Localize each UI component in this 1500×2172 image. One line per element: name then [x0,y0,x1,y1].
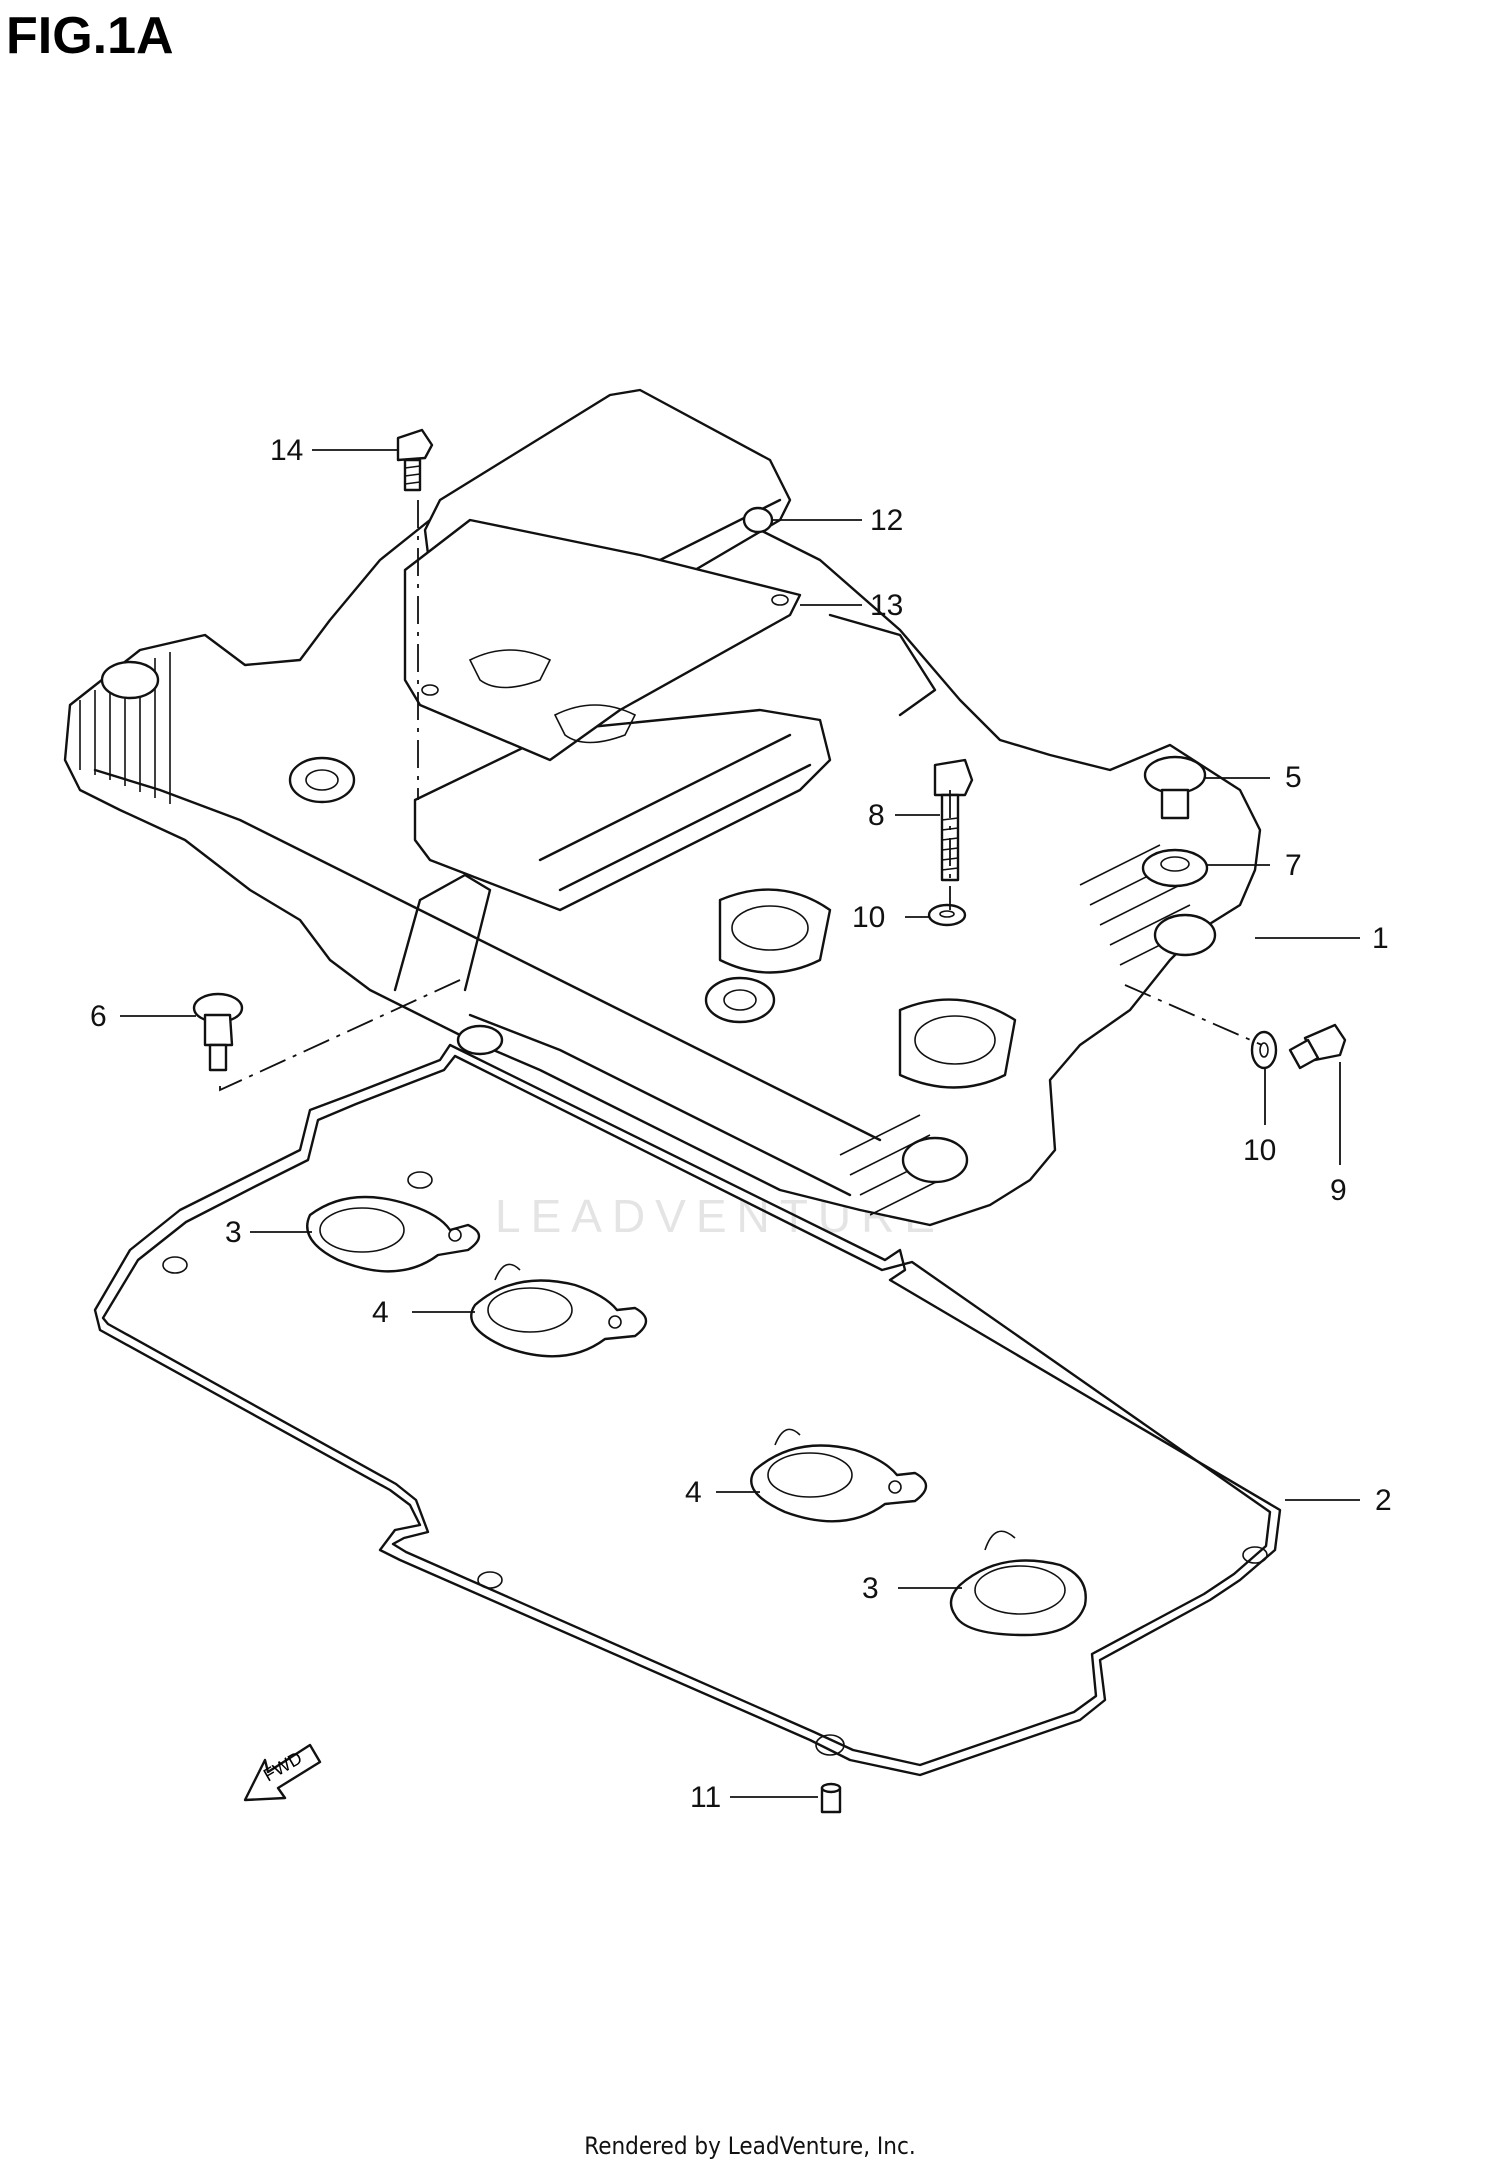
leader-lines [120,449,1360,1798]
callout-6: 6 [90,1000,107,1033]
bolt-8 [933,758,974,882]
footer-credit: Rendered by LeadVenture, Inc. [584,2132,916,2160]
seal-washer-7 [1141,848,1209,888]
callout-2: 2 [1375,1484,1392,1517]
washer-10-lower [1250,1030,1278,1070]
callout-10-lower: 10 [1243,1134,1276,1167]
plug-gasket-3b [949,1530,1087,1637]
figure-title: FIG.1A [6,7,174,65]
callout-1: 1 [1372,922,1389,955]
callout-10-upper: 10 [852,901,885,934]
callout-13: 13 [870,589,903,622]
washer-10-upper [927,903,967,927]
bolt-6 [192,992,244,1072]
cylinder-head-cover [63,468,1262,1227]
plug-gasket-4a [470,1263,648,1358]
callout-4-upper: 4 [372,1296,389,1329]
callout-11: 11 [690,1781,721,1814]
callout-8: 8 [868,799,885,832]
callout-9: 9 [1330,1174,1347,1207]
callout-4-lower: 4 [685,1476,702,1509]
grommet-bolt-5 [1143,755,1207,820]
callout-5: 5 [1285,761,1302,794]
callout-12: 12 [870,504,903,537]
forward-arrow-icon: FWD [243,1743,322,1802]
bolt-14 [396,428,434,492]
plug-gasket-4b [750,1428,928,1523]
callout-3-upper: 3 [225,1216,242,1249]
bolt-9 [1288,1023,1347,1070]
callout-7: 7 [1285,849,1302,882]
callout-3-lower: 3 [862,1572,879,1605]
callout-14: 14 [270,434,303,467]
cover-gasket [93,1043,1282,1777]
dowel-pin-11 [820,1782,842,1814]
plug-gasket-3a [306,1195,481,1273]
breather-gasket [403,518,802,762]
